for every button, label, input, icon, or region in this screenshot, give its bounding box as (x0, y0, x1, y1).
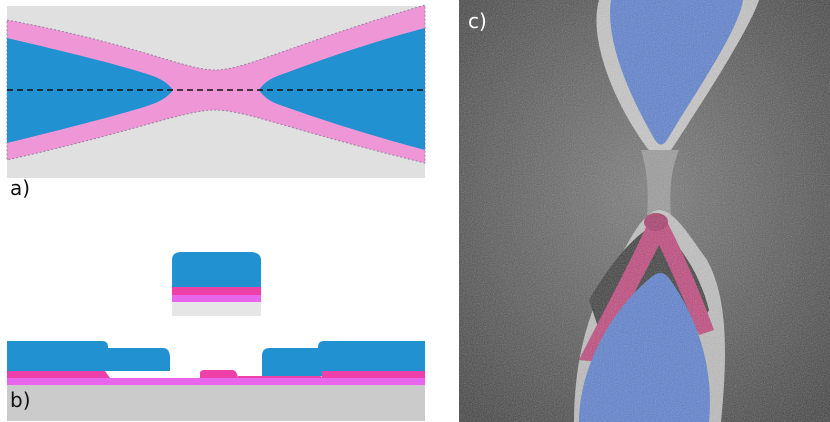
panel-b-left-electrode-outer (7, 341, 108, 371)
panel-b-substrate (7, 385, 425, 421)
panel-a-label: a) (10, 176, 31, 200)
panel-a-drawing (6, 4, 426, 178)
panel-b-top-stack-magenta (172, 287, 261, 295)
panel-b-top-stack-blue (172, 252, 261, 287)
panel-c-texture (459, 0, 830, 422)
panel-a: a) (0, 0, 430, 200)
panel-b-magenta-mid-right (238, 376, 325, 378)
panel-b-top-stack-substrate (172, 302, 261, 316)
panel-b-right-electrode-outer (318, 341, 425, 371)
panel-b-magenta-center (200, 370, 238, 378)
panel-b-left-electrode-inner (105, 348, 170, 371)
panel-b-right-electrode-inner (262, 348, 322, 376)
panel-c-sem-image (459, 0, 830, 422)
panel-c-label: c) (468, 9, 487, 33)
panel-a-right-electrode (259, 28, 425, 150)
panel-b-drawing (7, 252, 425, 421)
panel-b-top-stack-violet (172, 295, 261, 302)
panel-b-violet-layer (7, 378, 425, 385)
panel-b-magenta-right (322, 371, 425, 378)
panel-a-pink-film (6, 4, 426, 164)
panel-b-label: b) (10, 388, 31, 412)
panel-c: c) (459, 0, 830, 422)
panel-b-magenta-left (7, 371, 110, 378)
panel-b: b) (0, 240, 430, 422)
